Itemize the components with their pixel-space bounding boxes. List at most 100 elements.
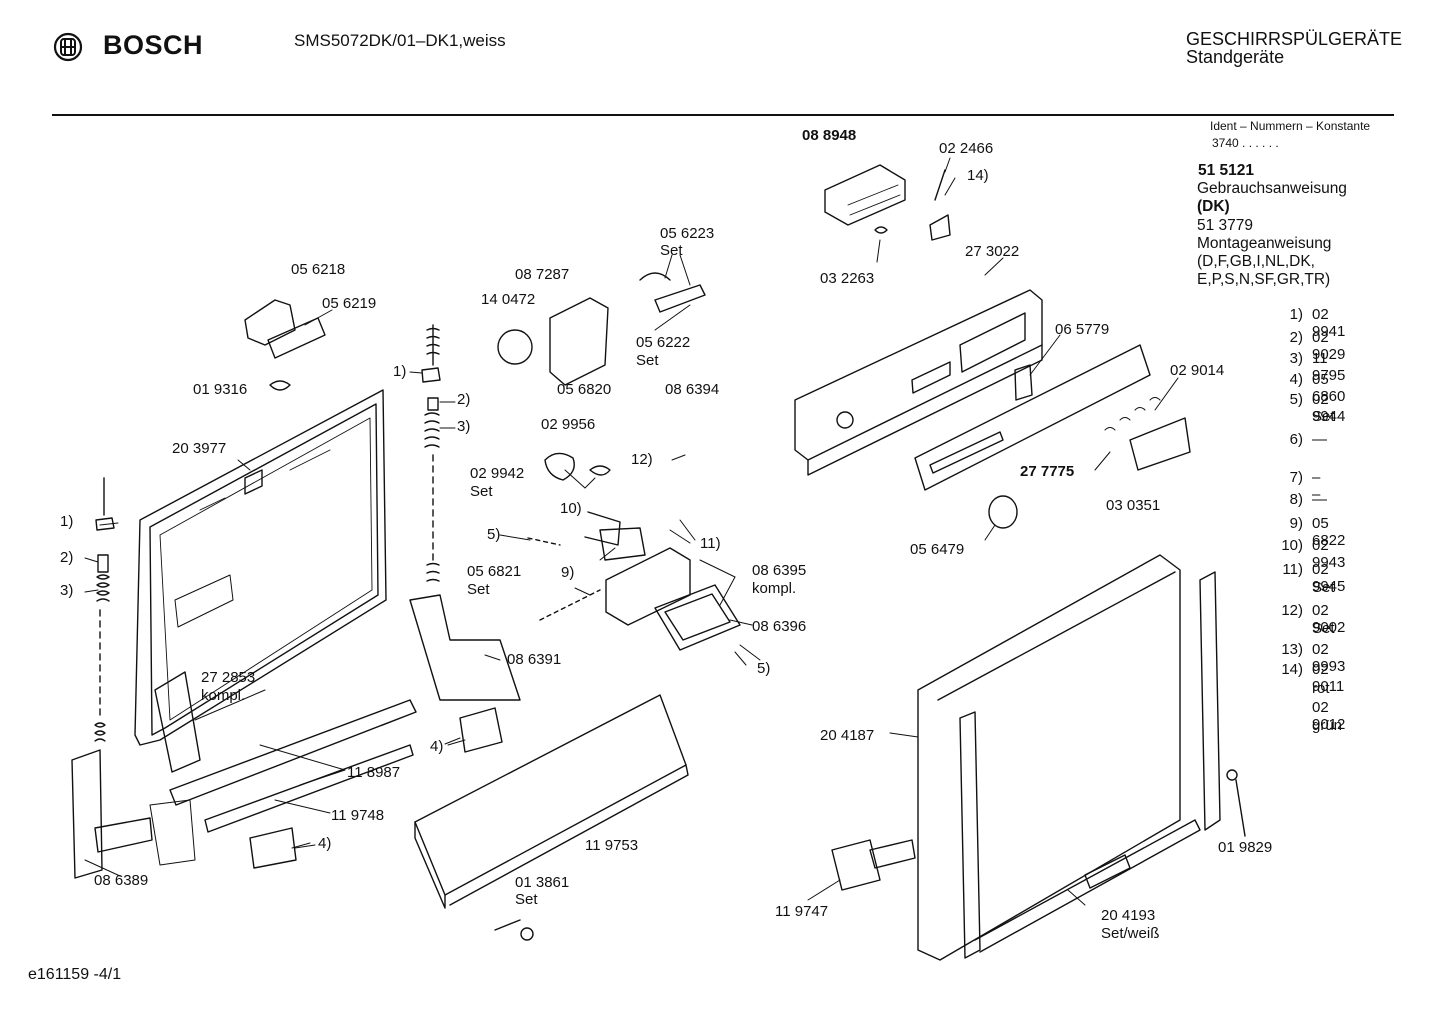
legend-value: Set <box>1312 579 1335 596</box>
part-label: 03 0351 <box>1106 497 1161 514</box>
category-subtitle: Standgeräte <box>1186 47 1285 67</box>
screw <box>1226 769 1246 837</box>
legend-key: 7) <box>1289 469 1303 486</box>
callout-marker: 4) <box>318 835 332 852</box>
switch-block <box>824 164 951 241</box>
bosch-armature-icon <box>53 32 83 62</box>
outer-door-panel <box>917 554 1221 961</box>
part-label: 11 9753 <box>585 837 639 854</box>
legend-value: 02 9029 <box>1312 329 1346 363</box>
part-label: 27 3022 <box>965 243 1020 260</box>
programme-timer <box>497 272 706 386</box>
callout-marker: 5) <box>757 660 771 677</box>
callout-marker: 12) <box>631 451 653 468</box>
legend-value: — <box>1312 431 1327 448</box>
legend-value: 02 9945 <box>1312 561 1346 595</box>
control-panel <box>794 289 1043 476</box>
part-label: Set/weiß <box>1101 925 1160 942</box>
part-label: 20 4187 <box>820 727 875 744</box>
ident-title: Ident – Nummern – Konstante <box>1210 119 1371 133</box>
legend-value: 02 9943 <box>1312 537 1346 571</box>
legend-value: 02 9012 <box>1312 699 1346 733</box>
panel-fascia <box>914 344 1151 491</box>
part-label: 08 6396 <box>752 618 807 635</box>
hinge-part <box>831 839 916 891</box>
legend-value: grün <box>1312 717 1343 734</box>
legend-key: 11) <box>1282 561 1303 578</box>
part-label: 01 9316 <box>193 381 248 398</box>
inner-door-panel <box>134 389 387 746</box>
legend-value: – – <box>1312 469 1321 503</box>
callout-marker: 10) <box>560 500 582 517</box>
part-label: 20 3977 <box>172 440 227 457</box>
legend-key: 12) <box>1281 602 1303 619</box>
legend-value: Set <box>1312 408 1335 425</box>
legend-key: 4) <box>1289 371 1303 388</box>
callout-marker: 4) <box>430 738 444 755</box>
part-label: 27 7775 <box>1020 463 1075 480</box>
screw-set <box>494 919 534 941</box>
legend-key: 9) <box>1289 515 1303 532</box>
part-label: kompl. <box>752 580 797 597</box>
part-label: 05 6820 <box>557 381 612 398</box>
legend-key: 1) <box>1289 306 1303 323</box>
doc-languages: E,P,S,N,SF,GR,TR) <box>1197 271 1331 288</box>
part-label: Set <box>467 581 490 598</box>
part-label: 05 6222 <box>636 334 691 351</box>
callout-marker: 11) <box>700 535 721 552</box>
part-label: Set <box>660 242 683 259</box>
legend-key: 8) <box>1289 491 1303 508</box>
door-trim-strips <box>154 671 503 869</box>
kickplate-panel <box>414 694 689 909</box>
part-label: 08 6389 <box>94 872 149 889</box>
part-label: 08 8948 <box>802 127 857 144</box>
category-title: GESCHIRRSPÜLGERÄTE <box>1186 29 1403 49</box>
callout-marker: 3) <box>457 418 471 435</box>
legend-value: — <box>1312 491 1327 508</box>
part-label: 11 9748 <box>331 807 385 824</box>
part-label: Set <box>470 483 493 500</box>
doc-language: (DK) <box>1197 198 1230 215</box>
legend-key: 14) <box>1281 661 1303 678</box>
hinge-bracket-parts <box>244 299 326 391</box>
part-label: 14 0472 <box>481 291 536 308</box>
part-label: 11 9747 <box>775 903 829 920</box>
right-hinge-assembly <box>409 324 521 701</box>
doc-number: 51 5121 <box>1198 162 1255 179</box>
part-label: 08 6394 <box>665 381 720 398</box>
callout-marker: 3) <box>60 582 74 599</box>
doc-number: 51 3779 <box>1197 217 1254 234</box>
callout-marker: 1) <box>393 363 407 380</box>
brand-name: BOSCH <box>103 30 204 60</box>
legend-value: 02 9993 <box>1312 641 1346 675</box>
model-number: SMS5072DK/01–DK1,weiss <box>294 31 506 50</box>
part-label: 01 3861 <box>515 874 570 891</box>
legend-value: 02 9011 <box>1312 661 1345 695</box>
legend-value: 11 9795 <box>1312 350 1346 384</box>
legend-value: 02 9944 <box>1312 391 1346 425</box>
callout-marker: 2) <box>60 549 74 566</box>
ident-value: 3740 . . . . . . <box>1212 136 1279 150</box>
legend-key: 10) <box>1281 537 1303 554</box>
legend-key: 13) <box>1281 641 1303 658</box>
legend-value: Set <box>1312 620 1335 637</box>
doc-title: Montageanweisung <box>1197 235 1332 252</box>
part-label: 05 6223 <box>660 225 715 242</box>
part-label: 06 5779 <box>1055 321 1110 338</box>
part-label: kompl. <box>201 687 246 704</box>
header-divider <box>52 114 1394 116</box>
callout-marker: 14) <box>967 167 989 184</box>
doc-title: Gebrauchsanweisung <box>1197 180 1347 197</box>
legend-key: 2) <box>1289 329 1303 346</box>
legend-value: rot <box>1312 680 1330 697</box>
part-label: 02 9014 <box>1170 362 1225 379</box>
part-label: 03 2263 <box>820 270 875 287</box>
part-label: 05 6219 <box>322 295 377 312</box>
part-label: 08 6395 <box>752 562 807 579</box>
part-label: 08 7287 <box>515 266 570 283</box>
part-label: 05 6821 <box>467 563 522 580</box>
part-label: Set <box>636 352 659 369</box>
callout-marker: 2) <box>457 391 471 408</box>
part-label: 02 2466 <box>939 140 994 157</box>
bosch-logo <box>52 31 84 63</box>
